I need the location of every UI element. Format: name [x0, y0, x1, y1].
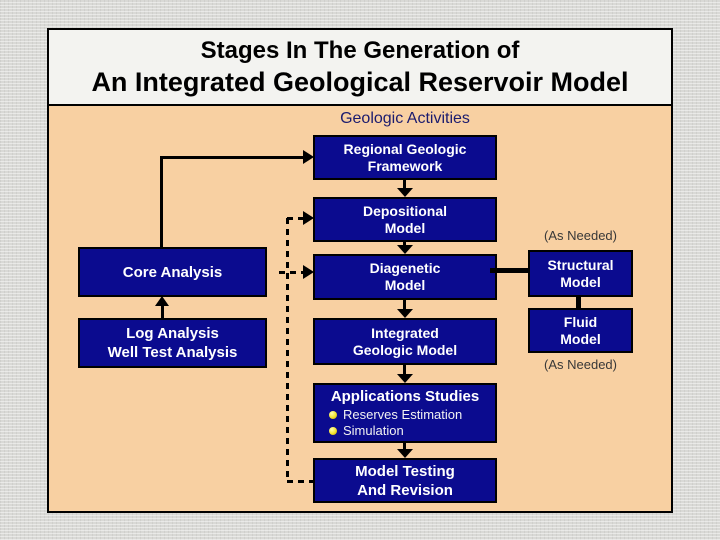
bullet-item-simulation: Simulation — [329, 423, 495, 438]
dashed-feedback-to-depositional — [287, 217, 304, 220]
connector-diagenetic-to-integrated — [403, 300, 406, 309]
bullet-label: Reserves Estimation — [343, 407, 463, 422]
bullet-label: Simulation — [343, 423, 404, 438]
box-depositional-model: Depositional Model — [313, 197, 497, 242]
connector-structural-to-fluid — [576, 297, 581, 308]
connector-depositional-to-diagenetic — [403, 242, 406, 246]
title-line-1: Stages In The Generation of — [200, 37, 520, 64]
as-needed-label-bottom: (As Needed) — [544, 357, 617, 372]
connector-applications-to-testing — [403, 443, 406, 450]
box-applications-studies: Applications Studies Reserves Estimation… — [313, 383, 497, 443]
box-log-well-test-analysis: Log Analysis Well Test Analysis — [78, 318, 267, 368]
arrowhead-dashed-into-depositional — [303, 211, 314, 225]
box-core-analysis: Core Analysis — [78, 247, 267, 297]
applications-studies-heading: Applications Studies — [330, 388, 480, 405]
arrowhead-into-core-analysis — [155, 296, 169, 306]
arrowhead-into-applications — [397, 374, 413, 383]
box-fluid-model: Fluid Model — [528, 308, 633, 353]
arrowhead-dashed-into-diagenetic — [303, 265, 314, 279]
dashed-feedback-to-diagenetic — [279, 271, 304, 274]
box-integrated-geologic-model: Integrated Geologic Model — [313, 318, 497, 365]
connector-core-up-line — [160, 156, 163, 247]
arrowhead-into-integrated — [397, 309, 413, 318]
star-bullet-icon — [329, 426, 337, 435]
box-regional-geologic-framework: Regional Geologic Framework — [313, 135, 497, 180]
arrowhead-into-depositional — [397, 188, 413, 197]
dashed-feedback-from-model-testing — [287, 480, 314, 483]
arrowhead-into-diagenetic — [397, 245, 413, 254]
column-header-geologic-activities: Geologic Activities — [340, 110, 470, 127]
title-line-2: An Integrated Geological Reservoir Model — [91, 67, 629, 97]
connector-integrated-to-applications — [403, 365, 406, 374]
as-needed-label-top: (As Needed) — [544, 228, 617, 243]
arrowhead-into-regional-framework — [303, 150, 314, 164]
connector-diagenetic-to-structural — [490, 268, 528, 273]
dashed-feedback-line-vertical — [286, 218, 289, 482]
box-model-testing-and-revision: Model Testing And Revision — [313, 458, 497, 503]
box-diagenetic-model: Diagenetic Model — [313, 254, 497, 300]
connector-log-to-core-line — [161, 306, 164, 318]
slide-title-box: Stages In The Generation of An Integrate… — [47, 28, 673, 106]
connector-core-to-regional-line — [160, 156, 306, 159]
bullet-item-reserves-estimation: Reserves Estimation — [329, 407, 495, 422]
connector-regional-to-depositional — [403, 180, 406, 189]
arrowhead-into-model-testing — [397, 449, 413, 458]
box-structural-model: Structural Model — [528, 250, 633, 297]
star-bullet-icon — [329, 410, 337, 419]
